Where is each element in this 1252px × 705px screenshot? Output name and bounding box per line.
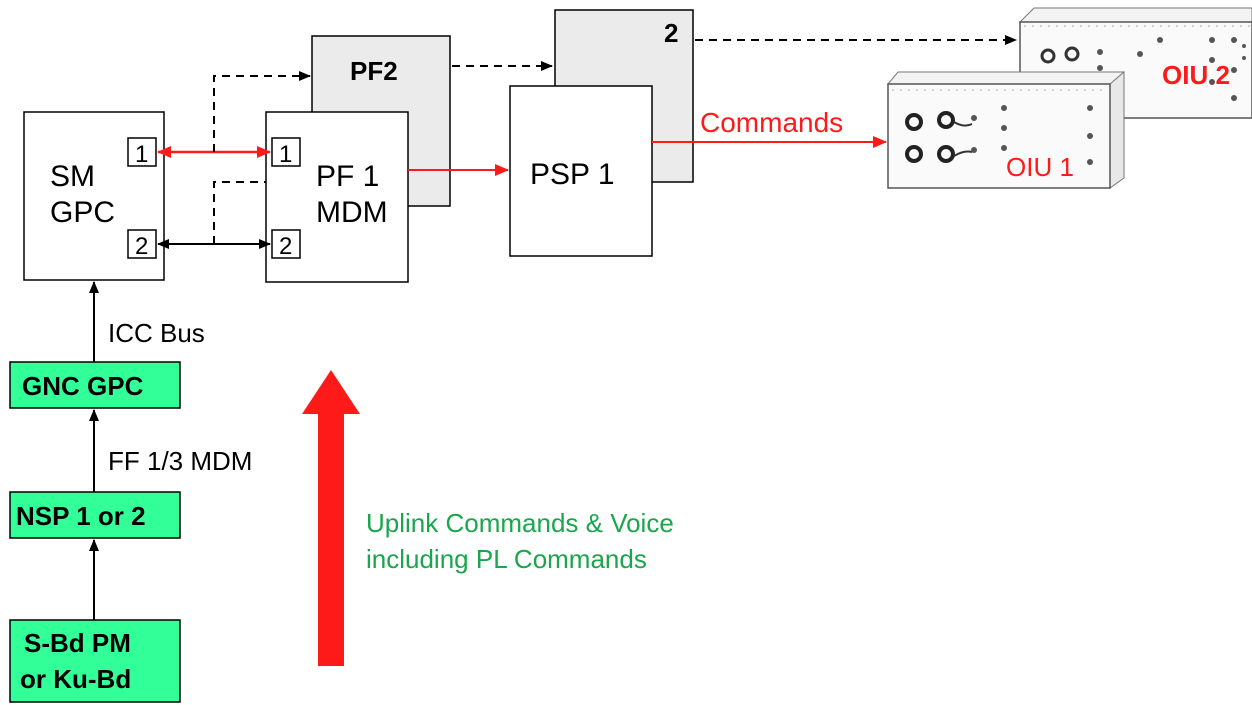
uplink-arrow (302, 370, 360, 666)
gnc-gpc-label: GNC GPC (22, 371, 144, 401)
uplink-line2: including PL Commands (366, 544, 647, 574)
oiu-1-label: OIU 1 (1006, 152, 1074, 182)
sband-line1: S-Bd PM (24, 628, 131, 658)
ff-mdm-label: FF 1/3 MDM (108, 446, 252, 476)
psp-1-label: PSP 1 (530, 158, 615, 191)
nsp-box (9, 491, 181, 539)
sm-gpc-line1: SM (50, 160, 95, 193)
sband-box (9, 619, 181, 703)
oiu-1-chassis: OIU 1 (886, 70, 1125, 189)
sm-gpc-line2: GPC (50, 196, 115, 229)
psp-1-box (509, 85, 653, 257)
psp-2-label: 2 (664, 18, 678, 48)
sm-gpc-port-2-label: 2 (135, 233, 148, 260)
sm-gpc-port-1-label: 1 (135, 141, 148, 168)
sm-gpc-port-1 (127, 137, 157, 167)
sband-line2: or Ku-Bd (20, 664, 131, 694)
commands-label: Commands (700, 107, 843, 138)
pf2-label: PF2 (350, 56, 398, 86)
icc-bus-label: ICC Bus (108, 318, 205, 348)
pf1-mdm-port-2 (271, 229, 301, 259)
dashed-link-to-pf2 (213, 71, 311, 152)
pf1-mdm-port-1-label: 1 (279, 141, 292, 168)
pf1-mdm-line2: MDM (316, 196, 388, 229)
nsp-label: NSP 1 or 2 (16, 501, 146, 531)
uplink-line1: Uplink Commands & Voice (366, 508, 674, 538)
pf1-mdm-port-2-label: 2 (279, 233, 292, 260)
gnc-gpc-box (9, 361, 181, 409)
oiu-2-label: OIU 2 (1162, 60, 1230, 90)
dashed-link-to-pf1 (213, 181, 266, 244)
sm-gpc-port-2 (127, 229, 157, 259)
pf1-mdm-port-1 (271, 137, 301, 167)
pf1-mdm-line1: PF 1 (316, 160, 379, 193)
